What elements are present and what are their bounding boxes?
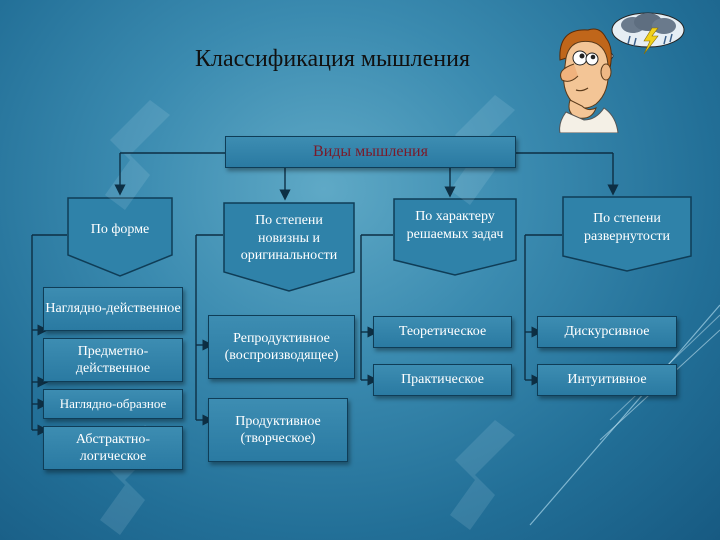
form-item-label: Наглядно-образное [59, 395, 167, 411]
page-title: Классификация мышления [195, 46, 471, 72]
expansion-item: Интуитивное [537, 364, 677, 396]
novelty-item: Репродуктивное (воспроизводящее) [208, 315, 355, 379]
watermark-logo [450, 420, 515, 530]
task-item-label: Теоретическое [398, 324, 487, 340]
watermark-logo [105, 100, 170, 210]
category-expansion: По степени развернутости [562, 196, 692, 272]
task-item: Теоретическое [373, 316, 512, 348]
category-novelty: По степени новизны и оригинальности [223, 202, 355, 292]
expansion-item-label: Интуитивное [567, 372, 647, 388]
form-item: Абстрактно-логическое [43, 426, 183, 470]
novelty-item-label: Продуктивное (творческое) [235, 413, 321, 447]
form-item-label: Предметно-действенное [75, 343, 151, 377]
form-item: Наглядно-действенное [43, 287, 183, 331]
form-item-label: Абстрактно-логическое [75, 431, 151, 465]
form-item-label: Наглядно-действенное [45, 301, 181, 317]
category-tasks: По характеру решаемых задач [393, 198, 517, 276]
novelty-item: Продуктивное (творческое) [208, 398, 348, 462]
task-item: Практическое [373, 364, 512, 396]
root-label: Виды мышления [313, 143, 428, 160]
root-node: Виды мышления [225, 136, 516, 168]
category-tasks-label: По характеру решаемых задач [406, 209, 504, 242]
category-form-label: По форме [90, 222, 150, 237]
novelty-item-label: Репродуктивное (воспроизводящее) [224, 330, 339, 364]
form-item: Наглядно-образное [43, 389, 183, 419]
category-form: По форме [67, 197, 173, 277]
expansion-item-label: Дискурсивное [564, 324, 650, 340]
expansion-item: Дискурсивное [537, 316, 677, 348]
task-item-label: Практическое [401, 372, 484, 388]
category-novelty-label: По степени новизны и оригинальности [240, 213, 338, 263]
category-expansion-label: По степени развернутости [583, 211, 671, 244]
form-item: Предметно-действенное [43, 338, 183, 382]
watermark-logo [450, 95, 515, 205]
thinking-man-illustration [559, 12, 685, 133]
